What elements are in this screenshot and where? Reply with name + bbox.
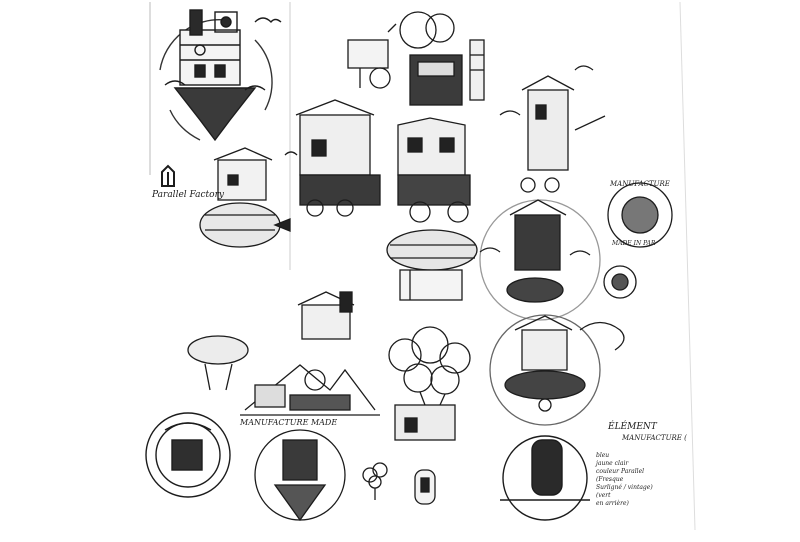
train-landscape-sketch (240, 364, 380, 416)
manufacture-stamp (603, 182, 673, 299)
note-line: jaune clair (596, 460, 629, 467)
tower-vehicle-sketch (499, 65, 606, 193)
airship-tower-circle-sketch (479, 199, 601, 321)
banner-label: MANUFACTURE MADE (240, 418, 338, 427)
element-subtitle: MANUFACTURE ( (622, 434, 687, 442)
note-line: (Fresque (596, 476, 624, 483)
blimp-sketch (386, 229, 478, 301)
note-line: Surligné / vintage) (596, 484, 653, 491)
logo-caption: Parallel Factory (152, 190, 224, 200)
note-line: bleu (596, 452, 610, 459)
house-airship-sketch (199, 147, 298, 248)
paper-edge (679, 1, 696, 531)
stamp-bottom-text: MADE IN PAR (612, 240, 656, 247)
parallel-factory-logo (161, 164, 175, 187)
floating-city-cloud-sketch (489, 314, 625, 426)
manufacture-element-sketch (500, 435, 590, 521)
note-line: (vert (596, 492, 611, 499)
van-sketch (399, 11, 485, 106)
train-house-sketch (295, 99, 381, 217)
small-house-sketch (187, 291, 355, 391)
truck-sketch (397, 117, 471, 223)
emblem-sketch (145, 412, 231, 498)
small-icon-sketches (362, 462, 436, 505)
note-line: en arrière) (596, 500, 629, 507)
floating-factory-sketch (159, 9, 282, 142)
note-line: couleur Parallel (596, 468, 645, 475)
element-title: ÉLÉMENT (608, 422, 657, 432)
balloon-house-sketch (388, 326, 471, 441)
stamp-top-text: MANUFACTURE (610, 180, 670, 188)
floating-island-emblem-sketch (254, 429, 346, 522)
cart-sketch (347, 23, 397, 89)
